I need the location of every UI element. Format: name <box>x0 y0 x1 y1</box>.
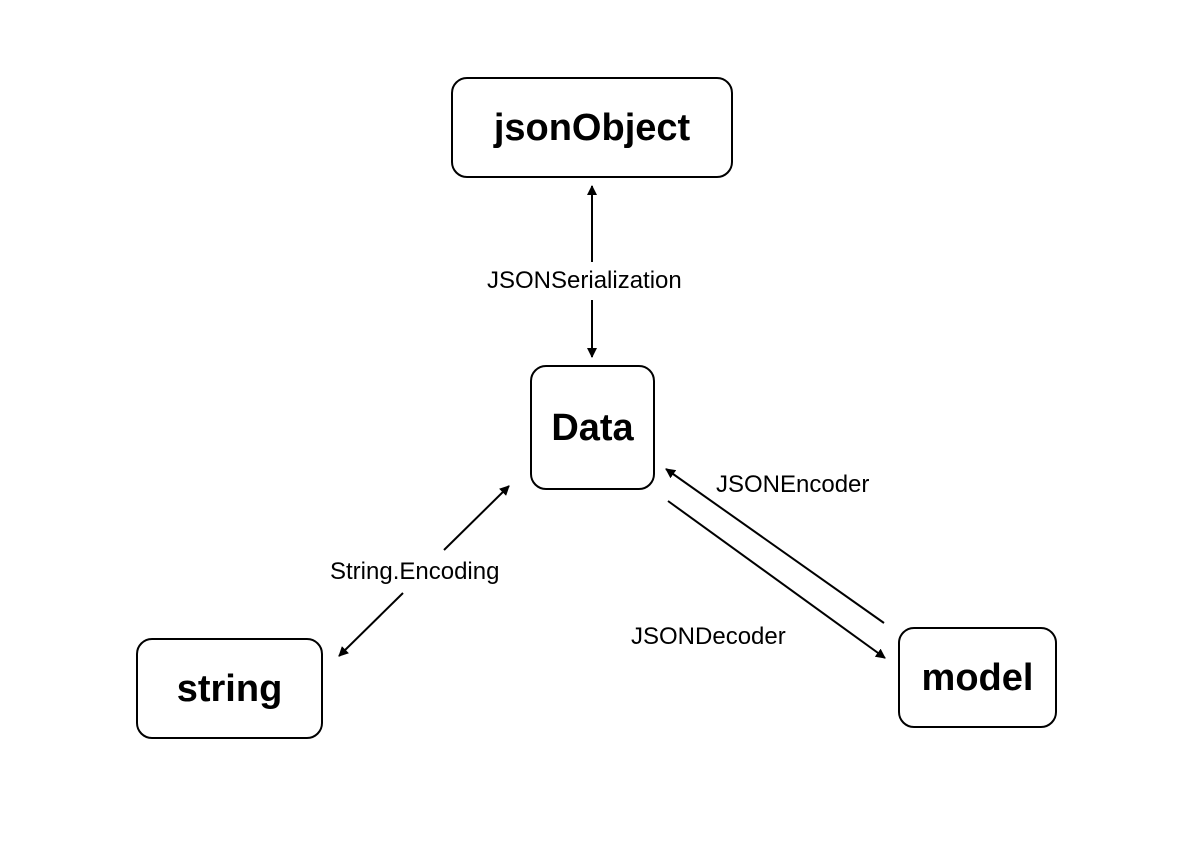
node-model: model <box>898 627 1057 728</box>
string-encoding-arrow-up <box>443 485 510 551</box>
node-json-object: jsonObject <box>451 77 733 178</box>
node-data: Data <box>530 365 655 490</box>
edge-label-encoder: JSONEncoder <box>716 471 870 498</box>
edge-label-decoder: JSONDecoder <box>631 623 786 650</box>
edge-label-serialization: JSONSerialization <box>487 267 682 294</box>
encoder-arrow <box>665 468 885 624</box>
decoder-arrow <box>667 500 886 659</box>
node-string: string <box>136 638 323 739</box>
edge-label-string-encoding: String.Encoding <box>330 558 500 585</box>
string-encoding-arrow-down <box>338 592 404 657</box>
